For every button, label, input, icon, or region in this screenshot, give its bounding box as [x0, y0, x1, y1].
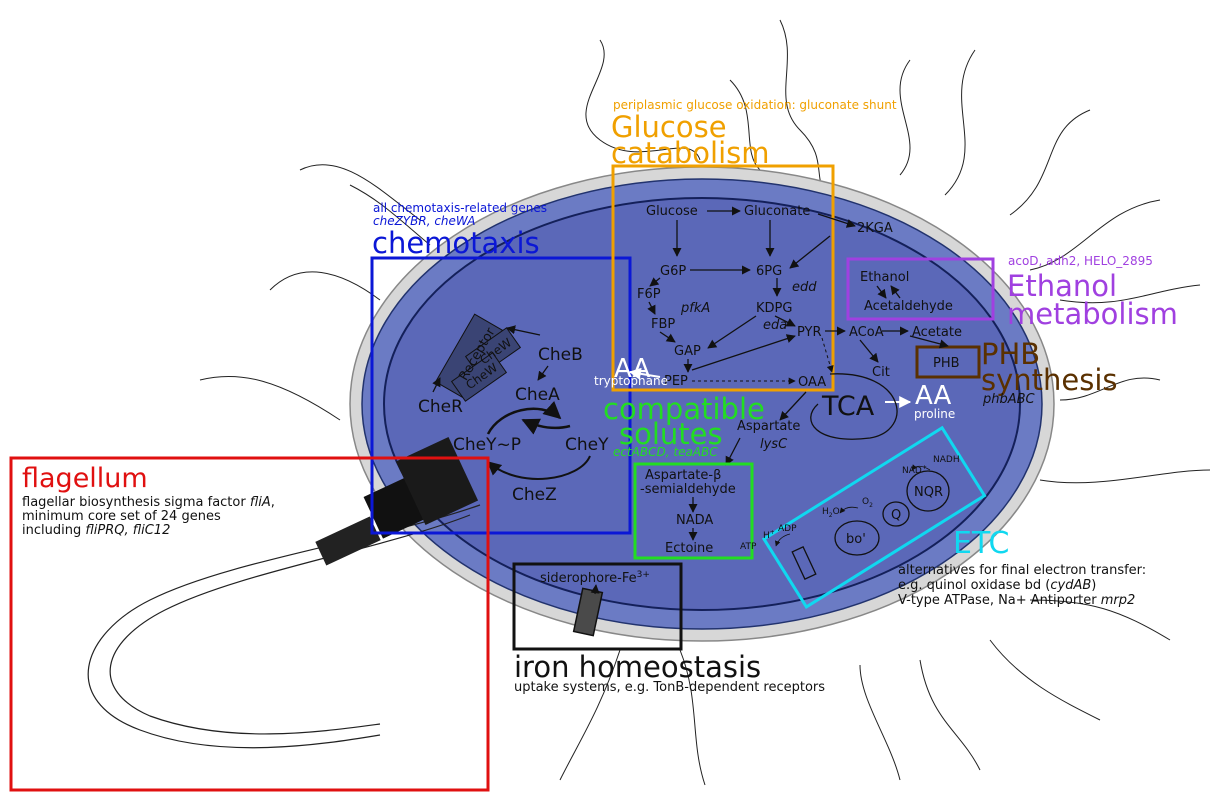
- adp-label: ADP: [778, 524, 797, 534]
- nadh-label: NADH: [933, 455, 960, 465]
- node-asp-semi-2: -semialdehyde: [640, 482, 736, 497]
- node-oaa: OAA: [798, 375, 826, 390]
- node-pyr: PYR: [797, 325, 822, 340]
- node-acetaldehyde: Acetaldehyde: [864, 299, 953, 314]
- chemotaxis-genes-line1: all chemotaxis-related genes: [373, 201, 547, 215]
- ethanol-title-2: metabolism: [1007, 297, 1178, 331]
- q-label: Q: [891, 508, 901, 523]
- node-asp-semi-1: Aspartate-β: [645, 468, 721, 483]
- iron-desc: uptake systems, e.g. TonB-dependent rece…: [514, 680, 825, 695]
- etc-desc-line1: alternatives for final electron transfer…: [898, 563, 1146, 578]
- node-acetate: Acetate: [912, 325, 962, 340]
- node-nada: NADA: [676, 513, 713, 528]
- node-gluconate: Gluconate: [744, 204, 810, 219]
- compatible-genes: ectABCD, teaABC: [613, 445, 718, 459]
- node-6pg: 6PG: [756, 264, 782, 279]
- node-fbp: FBP: [651, 317, 675, 332]
- cheb-label: CheB: [538, 345, 583, 365]
- node-glucose: Glucose: [646, 204, 698, 219]
- node-ethanol: Ethanol: [860, 270, 909, 285]
- phb-genes: phbABC: [982, 392, 1036, 407]
- node-cit: Cit: [872, 365, 890, 380]
- node-acoa: ACoA: [849, 325, 884, 340]
- node-ectoine: Ectoine: [665, 541, 713, 556]
- node-2kga: 2KGA: [857, 221, 893, 236]
- chea-label: CheA: [515, 385, 560, 405]
- siderophore-label: siderophore-Fe3+: [540, 570, 650, 586]
- nqr-label: NQR: [914, 485, 943, 500]
- flagellum-desc-line2: minimum core set of 24 genes: [22, 509, 221, 524]
- etc-desc-line3: V-type ATPase, Na+ Antiporter mrp2: [898, 593, 1135, 608]
- chemotaxis-title: chemotaxis: [372, 226, 540, 260]
- atp-label: ATP: [740, 542, 757, 552]
- phb-box-label: PHB: [933, 356, 960, 371]
- enzyme-edd: edd: [792, 280, 817, 295]
- chez-label: CheZ: [512, 485, 557, 505]
- cheyp-label: CheY~P: [453, 435, 521, 455]
- proline-label: proline: [914, 407, 955, 421]
- etc-desc-line2: e.g. quinol oxidase bd (cydAB): [898, 578, 1096, 593]
- etc-title: ETC: [953, 526, 1009, 561]
- enzyme-pfka: pfkA: [680, 301, 710, 316]
- node-tca: TCA: [821, 391, 875, 422]
- enzyme-lysc: lysC: [760, 437, 788, 452]
- cher-label: CheR: [418, 397, 463, 417]
- bo-label: bo': [846, 532, 866, 547]
- node-kdpg: KDPG: [756, 301, 792, 316]
- flagellum-desc-line1: flagellar biosynthesis sigma factor fliA…: [22, 495, 275, 510]
- node-f6p: F6P: [637, 287, 661, 302]
- glucose-title-2: catabolism: [611, 136, 769, 170]
- node-g6p: G6P: [660, 264, 686, 279]
- ethanol-genes: acoD, adh2, HELO_2895: [1008, 254, 1153, 268]
- flagellum-title: flagellum: [22, 463, 148, 494]
- node-gap: GAP: [674, 344, 701, 359]
- flagellum-desc-line3: including fliPRQ, fliC12: [22, 523, 170, 538]
- iron-title: iron homeostasis: [514, 650, 761, 684]
- chey-label: CheY: [565, 435, 609, 455]
